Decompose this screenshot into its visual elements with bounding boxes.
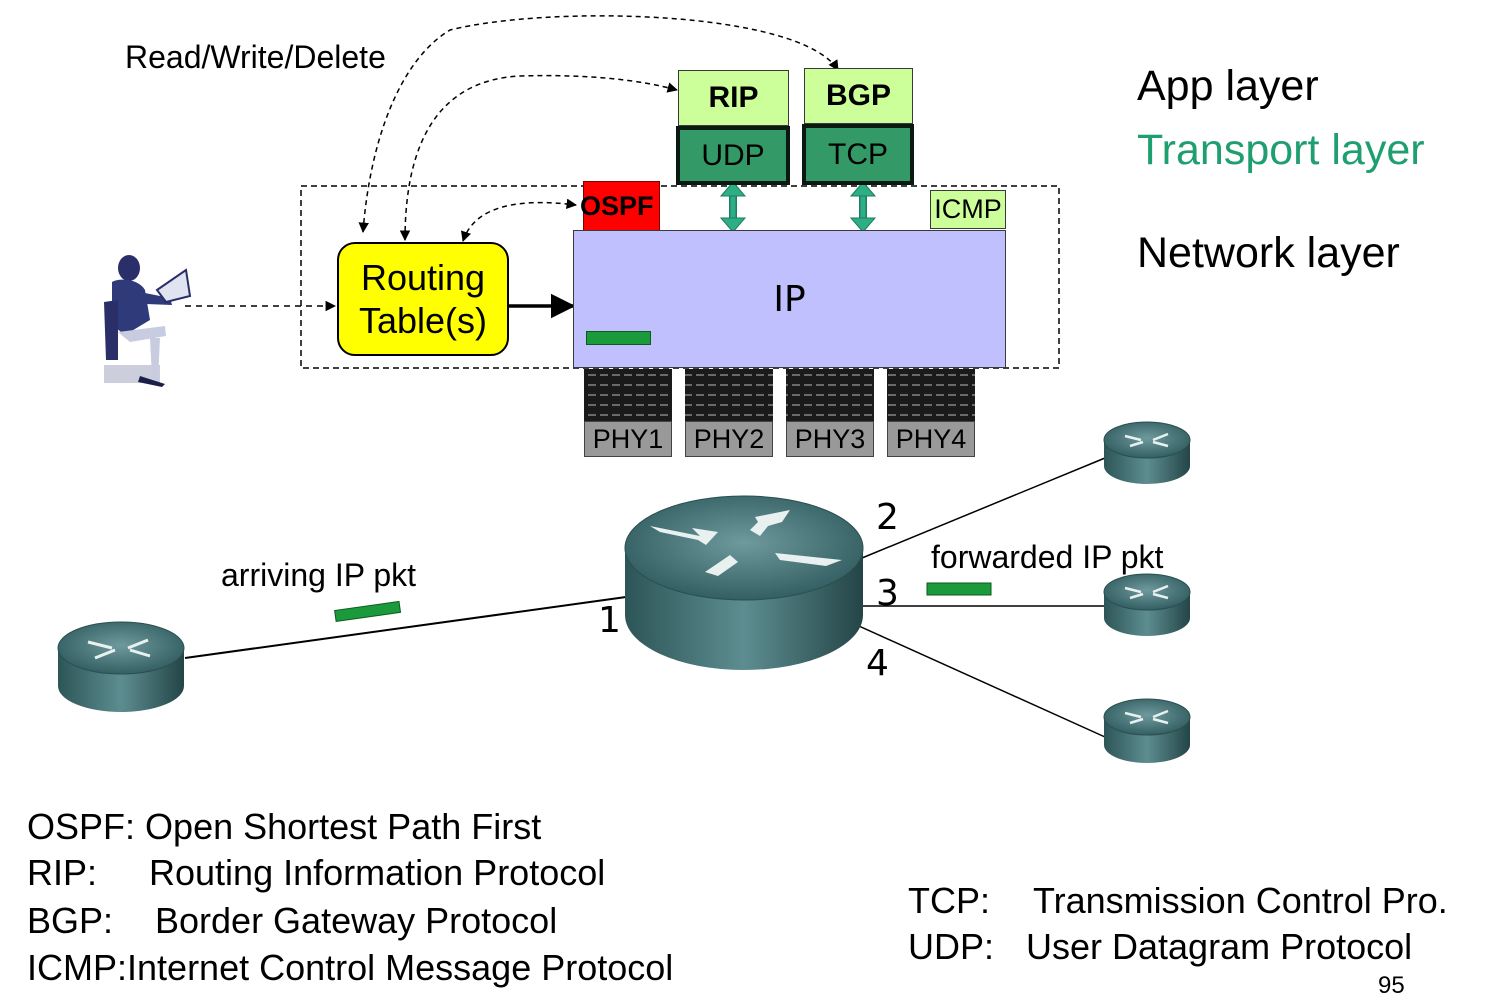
phy2-label: PHY2 [693,423,765,454]
phy1-label: PHY1 [592,423,664,454]
legend-rip-full: Routing Information Protocol [149,852,606,893]
phy4-stack [887,369,975,421]
tcp-ip-double-arrow [849,181,877,233]
rw-arrow-to-rip [399,74,679,242]
arriving-packet [334,600,402,622]
arriving-pkt-label: arriving IP pkt [221,557,417,593]
phy1-stack [584,369,672,421]
legend-icmp-abbr: ICMP: [27,947,128,988]
forwarded-packet [926,582,992,596]
legend-ospf: OSPF: Open Shortest Path First [27,806,541,848]
tcp-box[interactable]: TCP [802,124,914,185]
page-number: 95 [1378,972,1405,999]
router-top-right-icon [1103,421,1191,484]
phy2-label-box: PHY2 [685,421,773,457]
legend-icmp-full: Internet Control Message Protocol [127,947,674,988]
routing-table-box[interactable]: Routing Table(s) [337,242,509,356]
bgp-label: BGP [825,79,891,112]
administrator-icon [104,255,192,387]
icmp-box[interactable]: ICMP [930,190,1006,229]
router-mid-right-icon [1103,573,1191,636]
routing-table-line2: Table(s) [358,300,488,341]
udp-box[interactable]: UDP [676,126,790,185]
legend-udp-full: User Datagram Protocol [1026,926,1413,967]
ip-packet [586,331,651,345]
ip-box[interactable]: IP [573,230,1006,368]
phy2-stack [685,369,773,421]
link-4 [849,621,1106,738]
main-router-icon [624,495,864,670]
legend-ospf-full: Open Shortest Path First [145,806,542,847]
left-router-icon [57,621,185,712]
bgp-box[interactable]: BGP [804,68,913,124]
router-bottom-right-icon [1103,698,1191,763]
transport-layer-label: Transport layer [1137,126,1425,174]
rip-box[interactable]: RIP [678,70,789,126]
port-4-label: 4 [866,643,889,684]
port-3-label: 3 [876,573,899,614]
phy4-label-box: PHY4 [887,421,975,457]
legend-icmp: ICMP:Internet Control Message Protocol [27,947,673,989]
ospf-label: OSPF [580,190,654,221]
port-2-label: 2 [876,497,899,538]
tcp-label: TCP [828,137,888,171]
app-layer-label: App layer [1137,62,1319,110]
legend-udp: UDP: User Datagram Protocol [908,926,1412,968]
legend-bgp: BGP: Border Gateway Protocol [27,900,557,942]
legend-rip: RIP: Routing Information Protocol [27,852,605,894]
rw-arrow-to-bgp [358,15,839,234]
phy3-label: PHY3 [794,423,866,454]
phy4-label: PHY4 [895,423,967,454]
udp-ip-double-arrow [719,181,747,233]
routing-table-line1: Routing [360,257,486,298]
rw-arrow-to-ospf [461,198,578,242]
legend-bgp-abbr: BGP: [27,900,114,941]
udp-label: UDP [701,138,765,172]
read-write-delete-label: Read/Write/Delete [125,39,386,75]
network-layer-label: Network layer [1137,229,1400,277]
ospf-box[interactable]: OSPF [580,181,660,231]
legend-tcp-abbr: TCP: [908,880,991,921]
port-1-label: 1 [598,600,621,641]
phy1-label-box: PHY1 [584,421,672,457]
link-1 [184,596,627,659]
rip-label: RIP [708,81,759,114]
legend-tcp-full: Transmission Control Pro. [1033,880,1448,921]
legend-bgp-full: Border Gateway Protocol [155,900,558,941]
legend-ospf-abbr: OSPF: [27,806,136,847]
link-2 [861,457,1106,559]
legend-rip-abbr: RIP: [27,852,98,893]
phy3-stack [786,369,874,421]
ip-label: IP [773,279,806,320]
icmp-label: ICMP [934,194,1002,224]
legend-udp-abbr: UDP: [908,926,995,967]
phy3-label-box: PHY3 [786,421,874,457]
forwarded-pkt-label: forwarded IP pkt [931,539,1164,575]
legend-tcp: TCP: Transmission Control Pro. [908,880,1448,922]
